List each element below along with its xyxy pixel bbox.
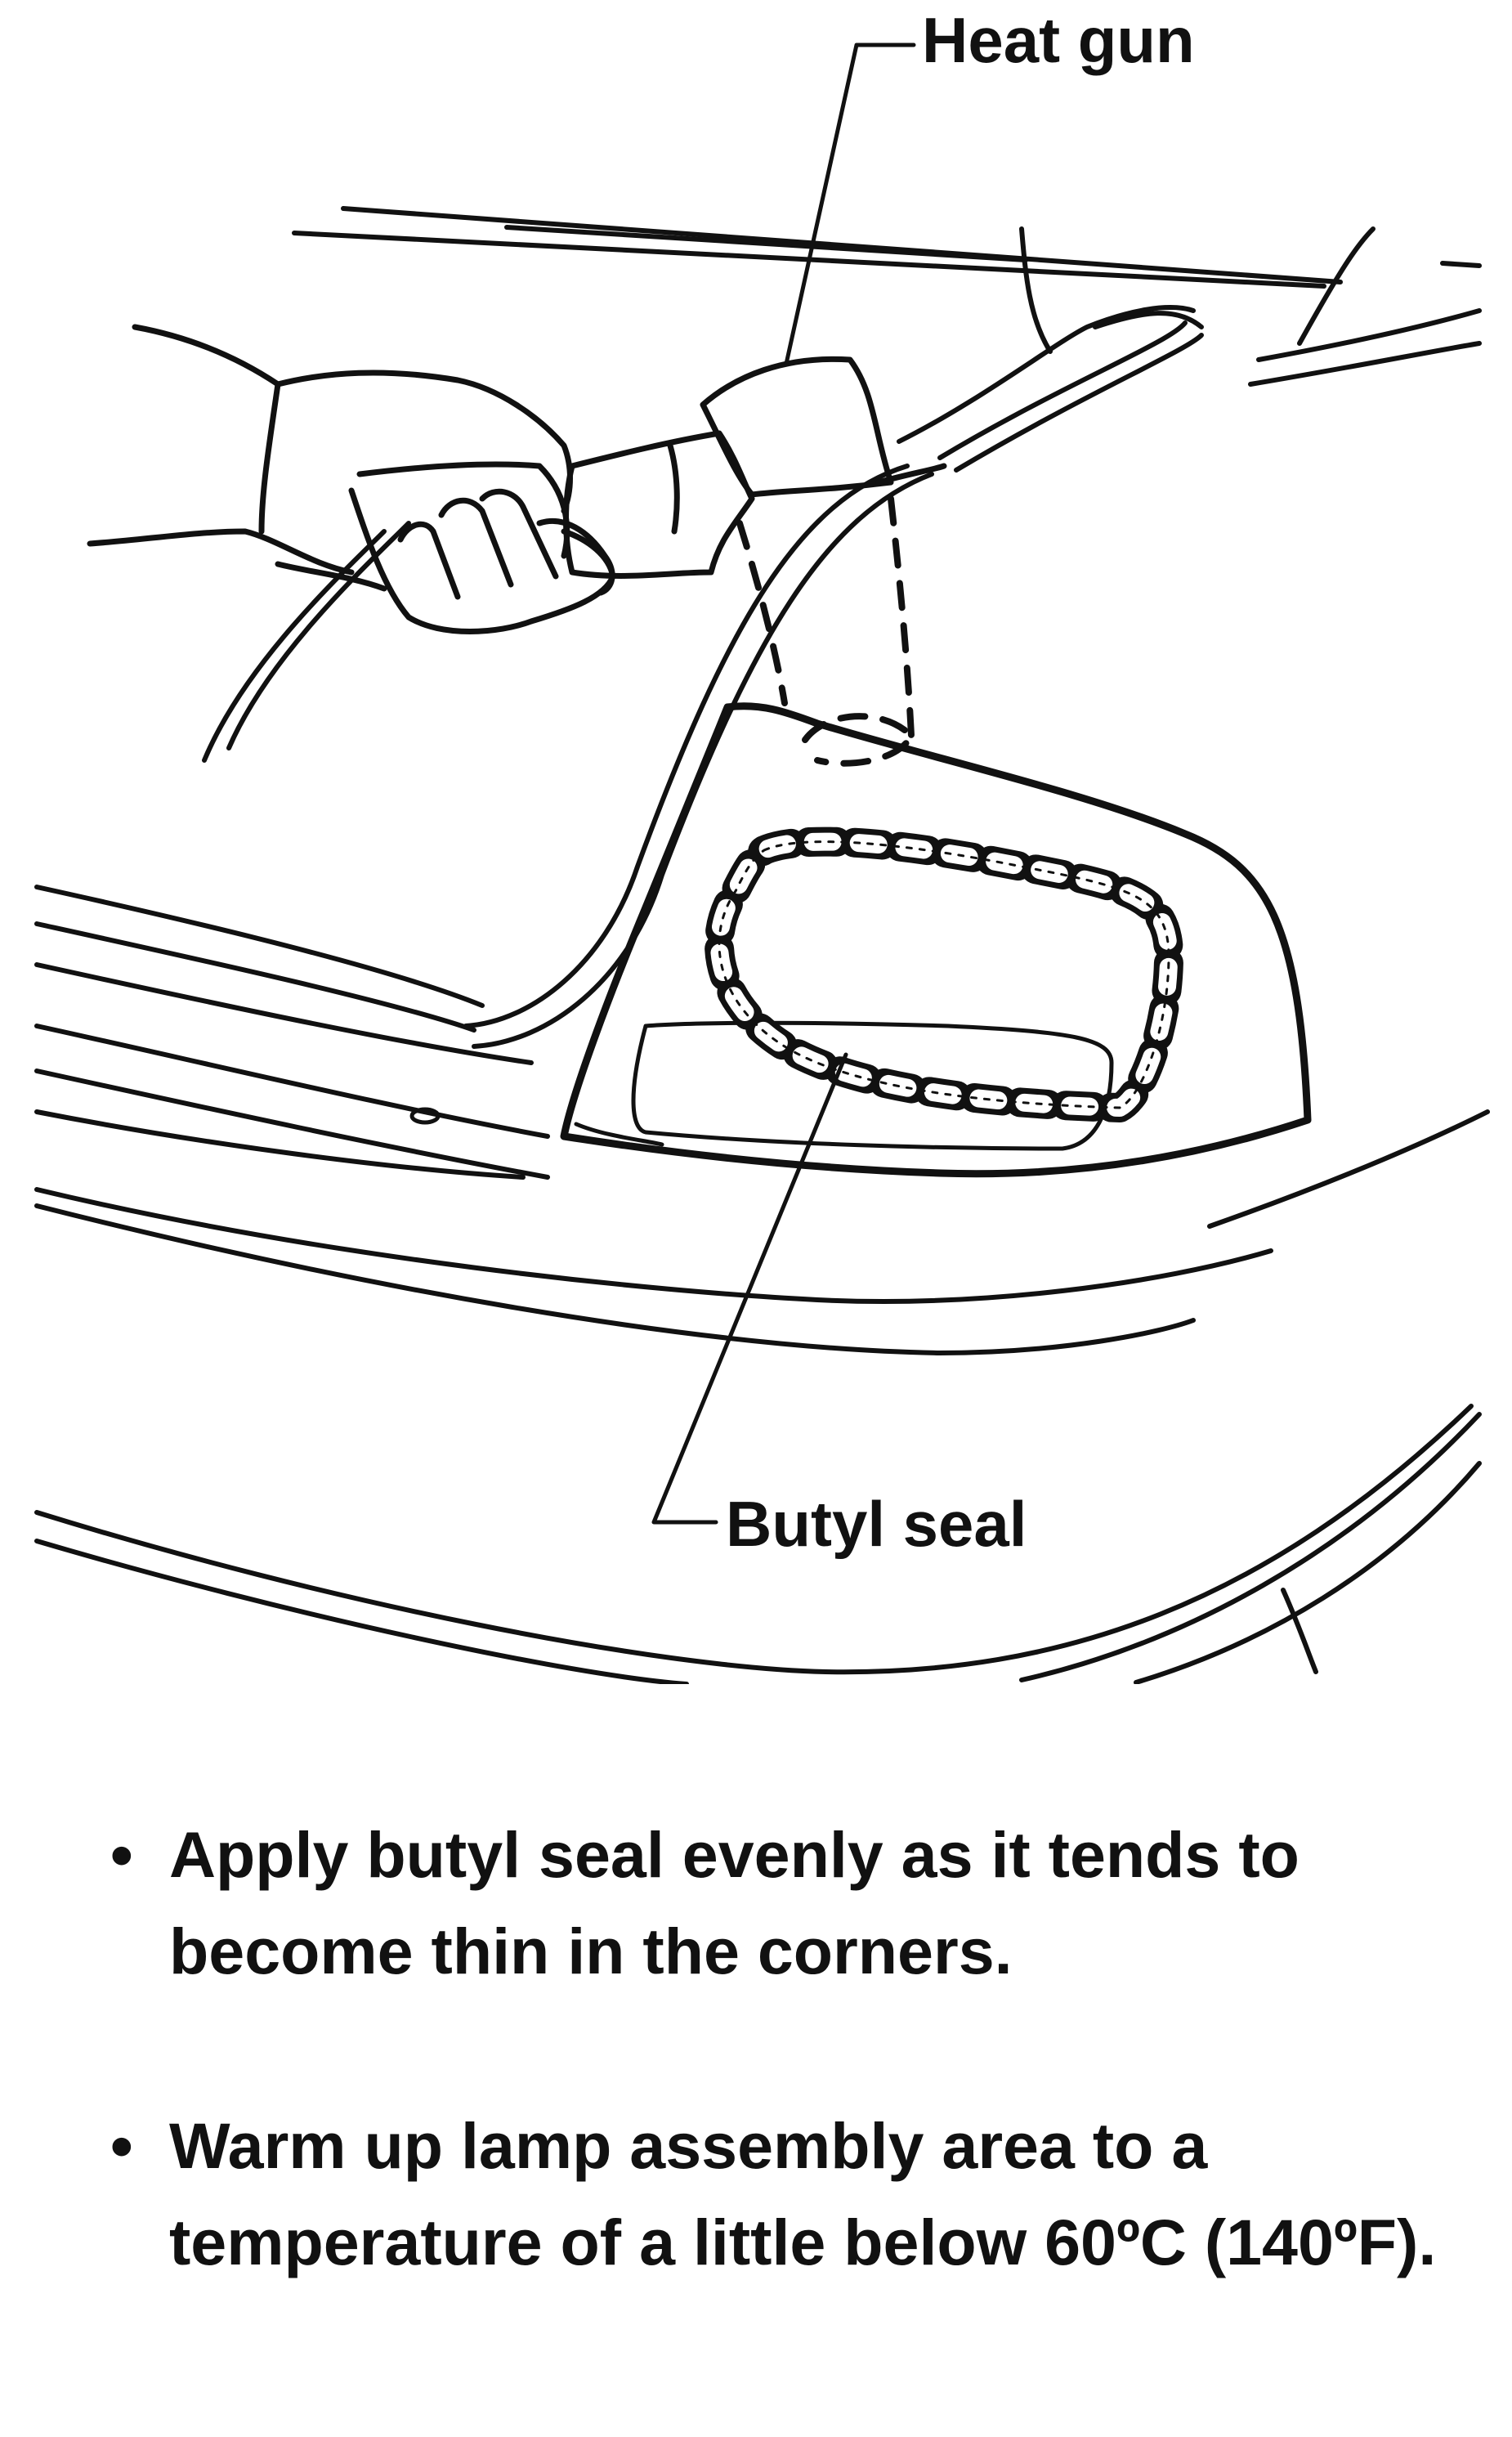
- heat-gun-airflow: [736, 495, 915, 767]
- lamp-installation-illustration: [34, 43, 1490, 1684]
- bullet-icon: •: [110, 2109, 133, 2182]
- leader-lines: [651, 43, 916, 1525]
- lamp-assembly: [560, 702, 1312, 1178]
- rear-bumper-lines: [34, 1109, 1490, 1684]
- note-item: • Apply butyl seal evenly as it tends to…: [110, 1807, 1467, 2000]
- trunk-panel-lines: [34, 885, 550, 1180]
- heat-gun-label: Heat gun: [922, 4, 1195, 76]
- note-item: • Warm up lamp assembly area to a temper…: [110, 2098, 1467, 2291]
- note-text: Apply butyl seal evenly as it tends to b…: [169, 1818, 1300, 1987]
- bullet-icon: •: [110, 1818, 133, 1891]
- heat-gun: [563, 356, 947, 579]
- lamp-outline: [560, 702, 1312, 1178]
- butyl-seal-leader: [651, 1052, 848, 1525]
- butyl-seal-bead: [705, 827, 1183, 1122]
- butyl-seal-label: Butyl seal: [726, 1488, 1027, 1560]
- heat-gun-leader: [784, 43, 916, 366]
- rear-window-frame: [292, 206, 1482, 354]
- instruction-notes: • Apply butyl seal evenly as it tends to…: [110, 1807, 1467, 2389]
- lamp-inner-lens: [631, 1020, 1114, 1151]
- trunk-lid-contours: [202, 305, 1482, 1049]
- hand: [87, 324, 616, 634]
- note-text: Warm up lamp assembly area to a temperat…: [169, 2109, 1437, 2278]
